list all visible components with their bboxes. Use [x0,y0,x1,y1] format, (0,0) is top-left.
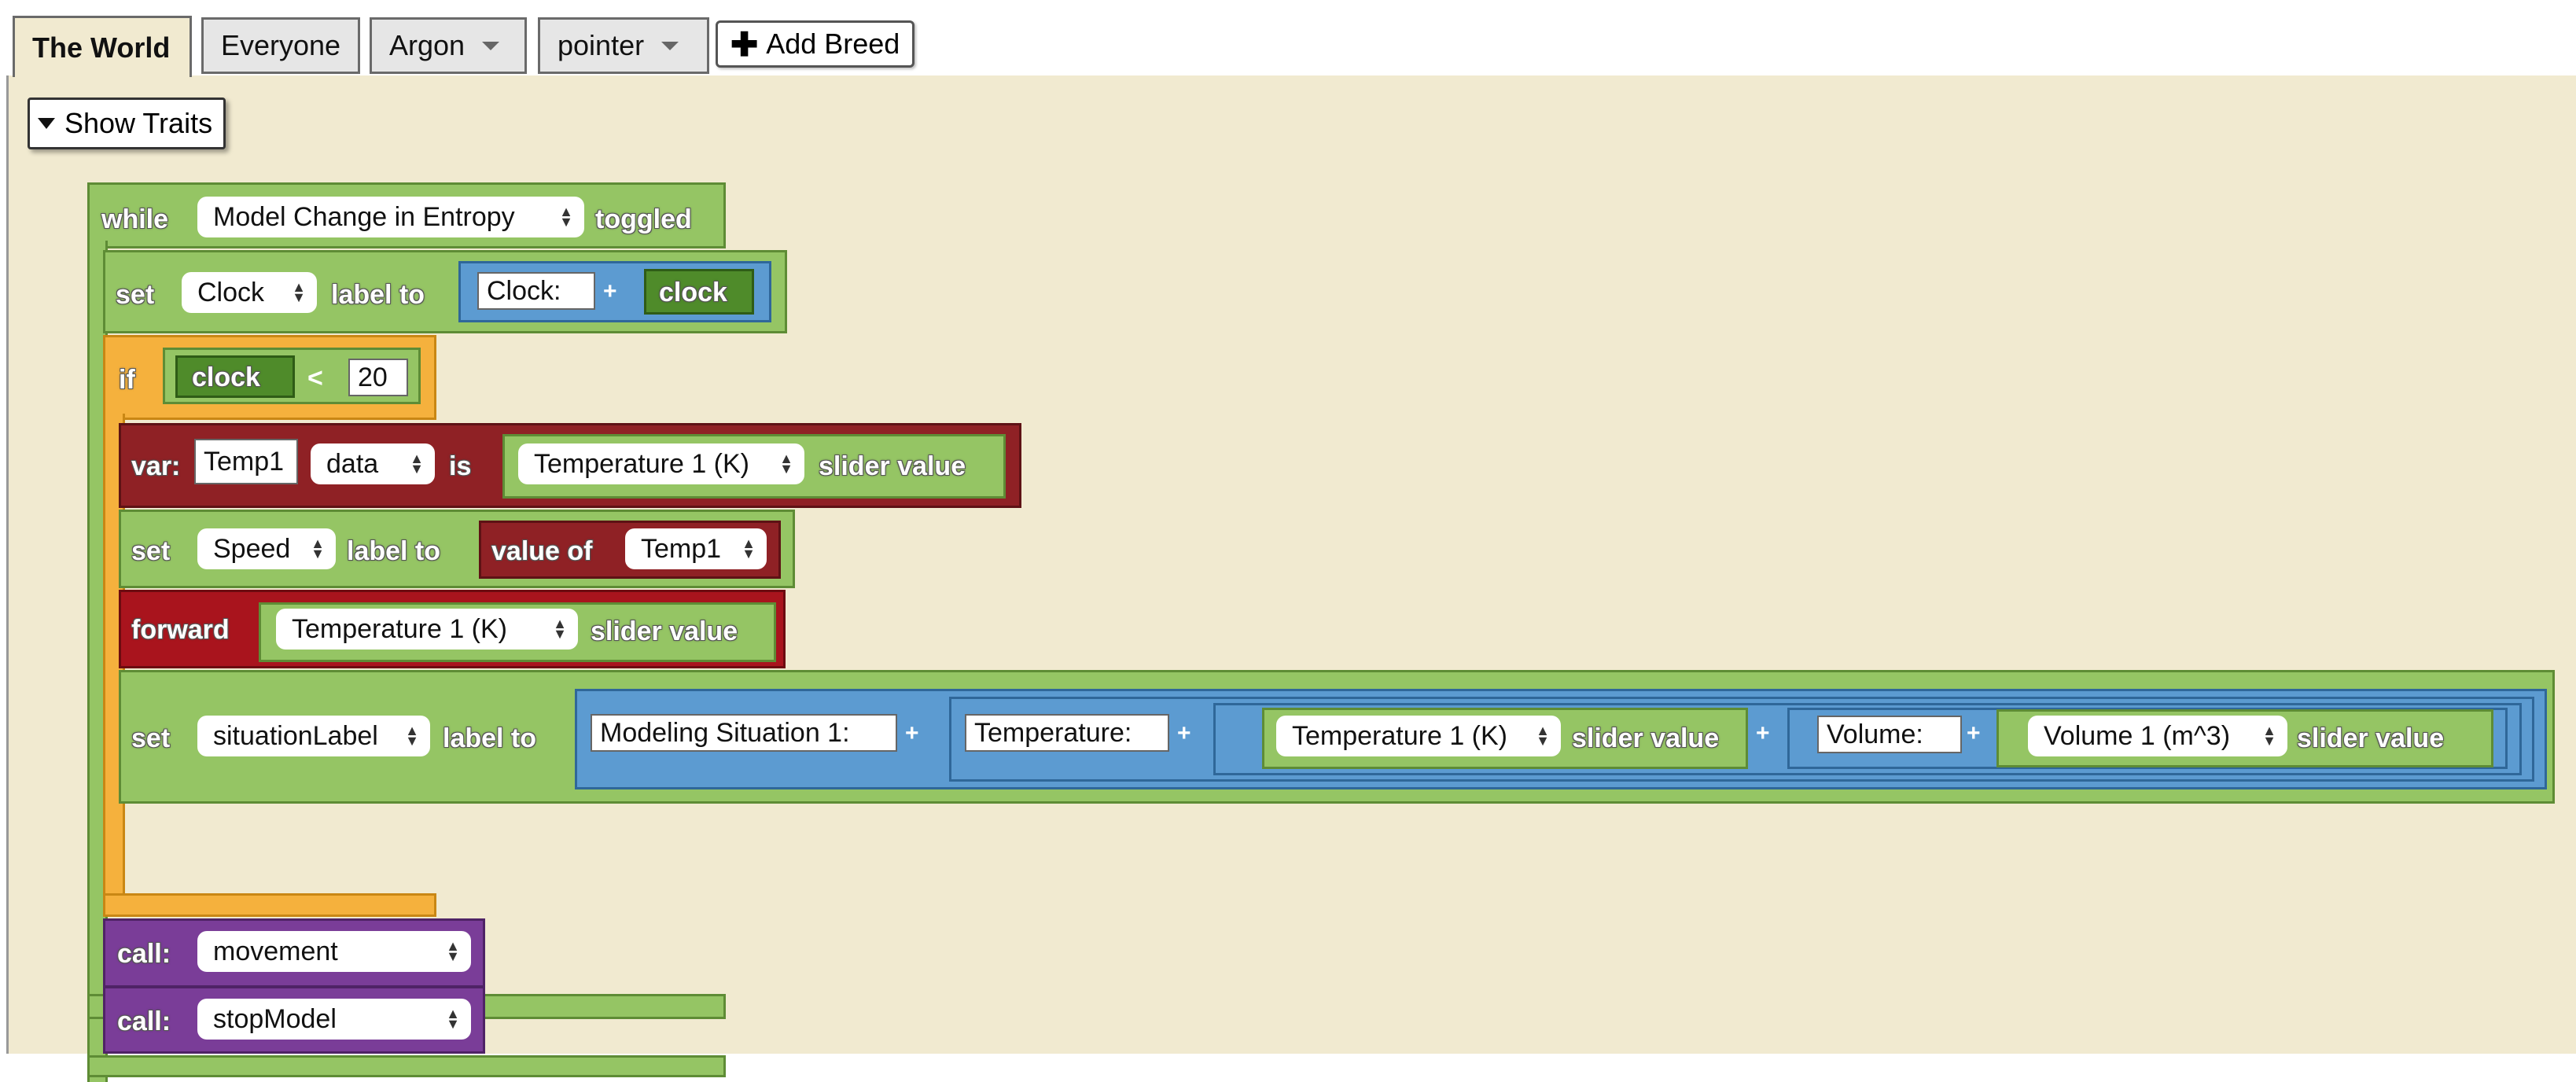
var-type-value: data [326,448,379,479]
show-traits-label: Show Traits [64,107,213,139]
clock-label-dropdown-value: Clock [197,277,265,307]
tab-everyone[interactable]: Everyone [201,17,360,74]
volume-slider-dropdown[interactable]: Volume 1 (m^3) ▲▼ [2028,716,2287,756]
speed-label-value: Speed [213,533,291,564]
label-to-keyword: label to [347,536,441,566]
add-breed-button[interactable]: ✚ Add Breed [716,20,915,68]
tab-argon[interactable]: Argon [370,17,527,74]
clock-variable-label: clock [659,278,727,307]
triangle-down-icon [38,118,55,129]
set-clock-keyword: set [116,280,155,310]
forward-keyword: forward [131,615,230,645]
if-block-footer [103,893,436,917]
set-situation-keyword: set [131,723,171,753]
slider-value-keyword: slider value [2297,723,2445,753]
temperature-slider-label: Temperature 1 (K) [534,448,749,479]
clock-text-field[interactable]: Clock: [477,272,595,310]
speed-label-dropdown[interactable]: Speed ▲▼ [197,528,336,569]
var-keyword: var: [131,451,181,481]
tab-bar: The World Everyone Argon pointer ✚ Add B… [0,0,2576,77]
slider-value-keyword: slider value [591,616,738,646]
show-traits-button[interactable]: Show Traits [28,98,226,149]
label-to-keyword: label to [443,723,537,753]
clock-variable-block[interactable]: clock [175,355,295,398]
plus-operator: + [1756,720,1770,746]
set-speed-keyword: set [131,536,171,566]
situation-temperature-dropdown[interactable]: Temperature 1 (K) ▲▼ [1276,716,1561,756]
updown-arrow-icon: ▲▼ [311,535,325,561]
tab-the-world-label: The World [32,31,171,64]
var-type-dropdown[interactable]: data ▲▼ [311,443,435,484]
while-toggled-keyword: toggled [595,204,692,234]
tab-the-world[interactable]: The World [13,16,192,77]
tab-argon-label: Argon [389,29,466,61]
clock-label-dropdown[interactable]: Clock ▲▼ [182,272,317,313]
while-block[interactable] [87,182,726,248]
call-movement-dropdown[interactable]: movement ▲▼ [197,931,471,972]
situation-label-value: situationLabel [213,720,378,751]
var-is-keyword: is [449,451,472,481]
situation-text-field[interactable]: Modeling Situation 1: [591,714,897,752]
while-keyword: while [101,204,169,234]
chevron-down-icon [482,41,500,50]
while-condition-label: Model Change in Entropy [213,201,515,232]
plus-operator: + [1967,720,1981,746]
updown-arrow-icon: ▲▼ [779,451,793,477]
plus-operator: + [905,720,919,746]
while-condition-dropdown[interactable]: Model Change in Entropy ▲▼ [197,197,584,237]
slider-value-keyword: slider value [1572,723,1720,753]
value-of-dropdown[interactable]: Temp1 ▲▼ [625,528,767,569]
plus-operator: + [1177,720,1191,746]
call-movement-value: movement [213,936,338,966]
if-value: 20 [358,362,388,392]
value-of-variable: Temp1 [641,533,722,564]
volume-text-value: Volume: [1827,719,1923,749]
tab-everyone-label: Everyone [220,29,341,61]
situation-label-dropdown[interactable]: situationLabel ▲▼ [197,716,430,756]
updown-arrow-icon: ▲▼ [559,204,573,230]
label-to-keyword: label to [331,280,425,310]
less-than-operator: < [307,363,323,393]
plus-icon: ✚ [730,25,759,63]
workspace[interactable]: Show Traits while Model Change in Entrop… [6,75,2576,1082]
situation-temperature-label: Temperature 1 (K) [1292,720,1507,751]
clock-text-value: Clock: [487,275,561,306]
updown-arrow-icon: ▲▼ [446,938,460,964]
if-keyword: if [119,365,135,395]
updown-arrow-icon: ▲▼ [405,723,419,749]
tab-pointer-label: pointer [558,29,645,61]
volume-slider-label: Volume 1 (m^3) [2044,720,2231,751]
updown-arrow-icon: ▲▼ [1536,723,1550,749]
if-clock-label: clock [192,363,260,392]
var-name-field[interactable]: Temp1 [194,439,298,484]
value-of-keyword: value of [491,536,593,566]
call-stopmodel-dropdown[interactable]: stopModel ▲▼ [197,999,471,1040]
temperature-text-field[interactable]: Temperature: [965,714,1169,752]
temperature-slider-dropdown[interactable]: Temperature 1 (K) ▲▼ [518,443,804,484]
add-breed-label: Add Breed [766,28,900,60]
temperature-text-value: Temperature: [974,717,1132,748]
if-value-field[interactable]: 20 [348,359,408,396]
updown-arrow-icon: ▲▼ [742,535,756,561]
forward-slider-label: Temperature 1 (K) [292,613,507,644]
call-keyword: call: [117,939,171,969]
updown-arrow-icon: ▲▼ [2262,723,2276,749]
forward-slider-dropdown[interactable]: Temperature 1 (K) ▲▼ [276,609,578,650]
slider-value-keyword: slider value [819,451,966,481]
tab-pointer[interactable]: pointer [538,17,709,74]
var-name-value: Temp1 [204,446,285,477]
chevron-down-icon [661,41,679,50]
updown-arrow-icon: ▲▼ [446,1006,460,1032]
updown-arrow-icon: ▲▼ [553,616,567,642]
while-block-bottom [87,1055,726,1077]
call-keyword: call: [117,1007,171,1036]
call-stopmodel-value: stopModel [213,1003,337,1034]
volume-text-field[interactable]: Volume: [1817,716,1962,753]
clock-variable-block[interactable]: clock [644,269,754,315]
updown-arrow-icon: ▲▼ [292,279,306,305]
situation-text-value: Modeling Situation 1: [600,717,850,748]
updown-arrow-icon: ▲▼ [410,451,424,477]
plus-operator: + [603,278,617,304]
